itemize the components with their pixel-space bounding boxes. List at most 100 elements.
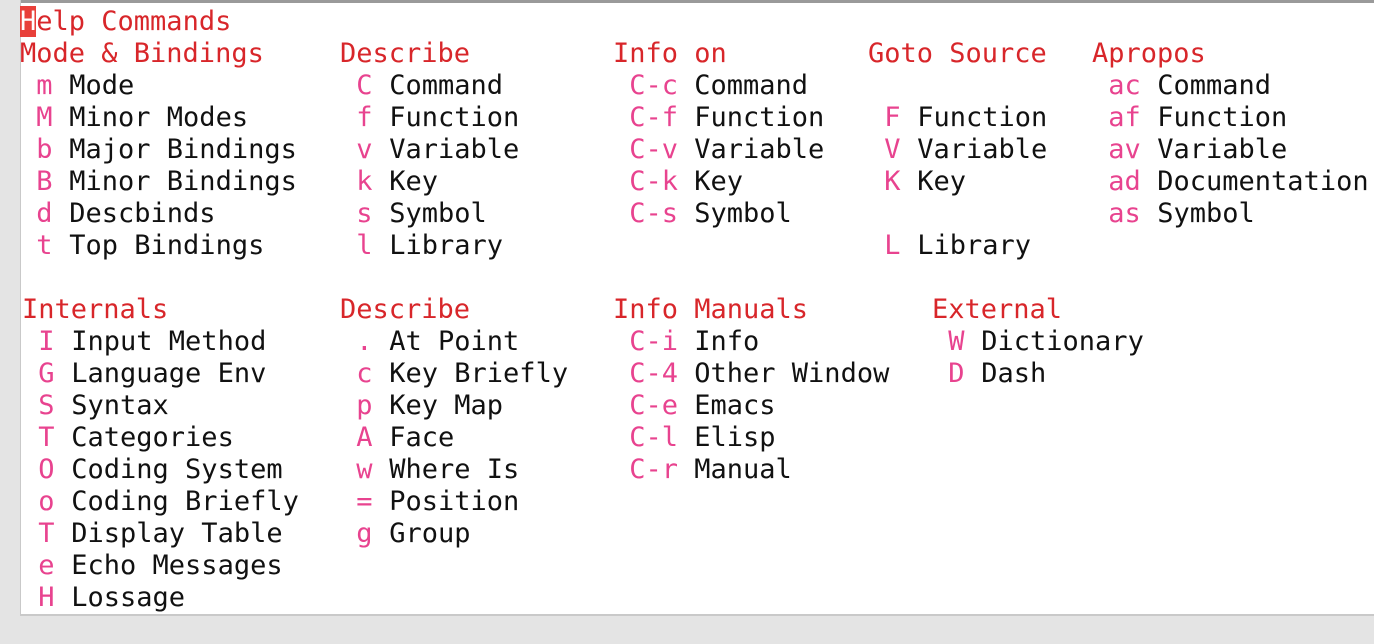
command-display-table[interactable]: T Display Table — [22, 518, 338, 550]
indent — [340, 326, 356, 358]
command-key: p — [356, 390, 373, 421]
command-label: Symbol — [1157, 198, 1255, 229]
command-label: Library — [917, 230, 1032, 261]
command-key: d — [36, 198, 53, 229]
command-library[interactable]: l Library — [340, 230, 610, 262]
command-label: Coding Briefly — [71, 486, 299, 517]
indent — [613, 102, 629, 134]
command-label: Function — [694, 102, 825, 133]
command-label: Input Method — [71, 326, 267, 357]
command-key: B — [36, 166, 53, 197]
command-key: A — [356, 422, 373, 453]
command-key: T — [38, 422, 55, 453]
indent — [613, 422, 629, 454]
command-key: T — [38, 518, 55, 549]
command-key: k — [356, 166, 373, 197]
indent — [22, 326, 38, 358]
command-label: Library — [389, 230, 504, 261]
command-key: af — [1108, 102, 1141, 133]
command-key: l — [356, 230, 373, 261]
command-key: F — [884, 102, 901, 133]
indent — [1092, 70, 1108, 102]
indent — [22, 550, 38, 582]
command-at-point[interactable]: .At Point — [340, 326, 610, 358]
command-key: K — [884, 166, 901, 197]
command-echo-messages[interactable]: e Echo Messages — [22, 550, 338, 582]
command-key: t — [36, 230, 53, 261]
command-label: Descbinds — [69, 198, 216, 229]
indent — [22, 486, 38, 518]
indent — [340, 358, 356, 390]
indent — [340, 454, 356, 486]
indent — [20, 134, 36, 166]
command-label: Variable — [389, 134, 520, 165]
command-key: C-k — [629, 166, 679, 197]
indent — [340, 198, 356, 230]
indent — [1092, 166, 1108, 198]
command-label: Mode — [69, 70, 135, 101]
command-key: C-c — [629, 70, 679, 101]
command-label: Where Is — [389, 454, 520, 485]
command-key-map[interactable]: p Key Map — [340, 390, 610, 422]
indent — [22, 358, 38, 390]
command-label: Key Map — [389, 390, 504, 421]
indent — [20, 166, 36, 198]
indent — [613, 134, 629, 166]
command-label: Minor Bindings — [69, 166, 297, 197]
command-key: e — [38, 550, 55, 581]
command-label: Echo Messages — [71, 550, 283, 581]
command-descbinds[interactable]: d Descbinds — [20, 198, 338, 230]
command-position[interactable]: =Position — [340, 486, 610, 518]
command-minor-bindings[interactable]: B Minor Bindings — [20, 166, 338, 198]
indent — [613, 454, 629, 486]
command-label: Display Table — [71, 518, 283, 549]
indent — [340, 166, 356, 198]
